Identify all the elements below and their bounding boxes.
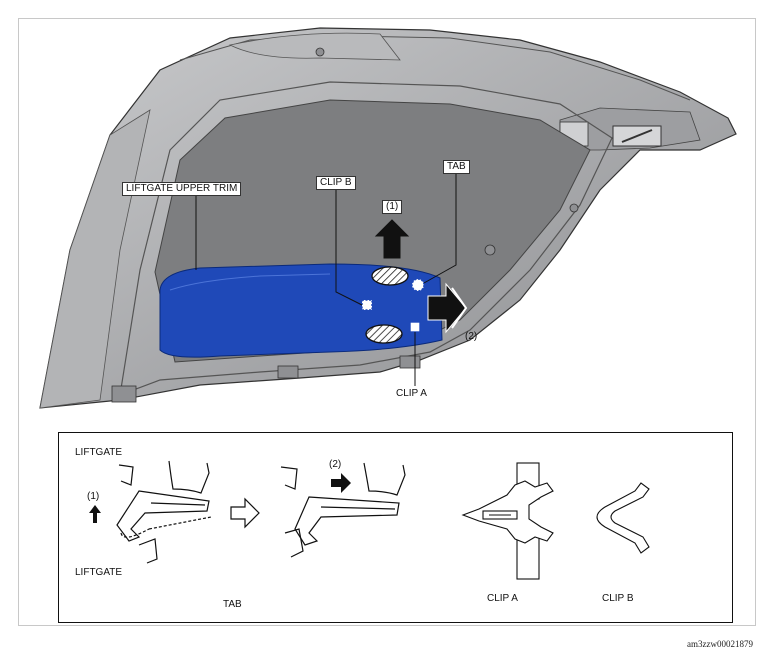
clip-b-marker (361, 299, 373, 311)
hatch-lower (365, 324, 403, 344)
step-1-label: (1) (382, 200, 403, 214)
clip-b-caption: CLIP B (602, 593, 634, 604)
detail-arrow-1-up (89, 505, 101, 523)
step-2-label: (2) (465, 331, 478, 342)
detail-step-2: (2) (329, 459, 342, 470)
clip-a-marker (409, 321, 421, 333)
clip-a-label: CLIP A (396, 388, 427, 399)
arrow-1-up (374, 219, 410, 259)
liftgate-illustration (39, 27, 737, 409)
document-id: am3zzw00021879 (687, 639, 753, 649)
clip-a-drawing (461, 462, 554, 580)
tab-after (280, 462, 406, 558)
clip-a-caption: CLIP A (487, 593, 518, 604)
detail-liftgate-top: LIFTGATE (75, 447, 123, 458)
clip-b-label: CLIP B (316, 176, 356, 190)
detail-illustration (89, 460, 650, 580)
tab-marker (411, 278, 425, 292)
clip-b-drawing (596, 482, 650, 554)
liftgate-upper-trim-label: LIFTGATE UPPER TRIM (122, 182, 242, 196)
figure-frame (18, 18, 756, 626)
detail-arrow-2-right (331, 473, 351, 493)
tab-label: TAB (443, 160, 470, 174)
tab-caption: TAB (223, 599, 242, 610)
detail-step-1: (1) (87, 491, 100, 502)
transition-arrow (230, 497, 260, 529)
tab-before (116, 460, 212, 564)
detail-liftgate-bottom: LIFTGATE (75, 567, 123, 578)
arrow-2-right (427, 282, 467, 334)
hatch-upper (371, 266, 409, 286)
detail-panel: LIFTGATE (1) LIFTGATE (2) TAB CLIP A CLI… (58, 432, 733, 623)
